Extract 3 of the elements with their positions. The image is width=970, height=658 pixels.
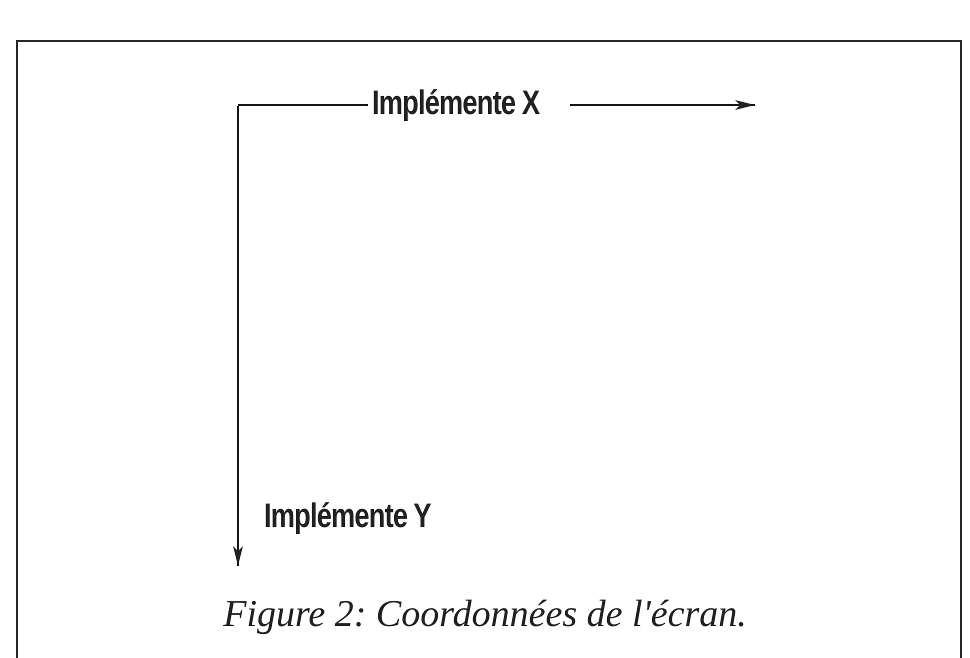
axis-label: Implémente X — [372, 84, 540, 123]
axis-label: Implémente Y — [264, 497, 431, 536]
figure-caption: Figure 2: Coordonnées de l'écran. — [222, 592, 748, 636]
